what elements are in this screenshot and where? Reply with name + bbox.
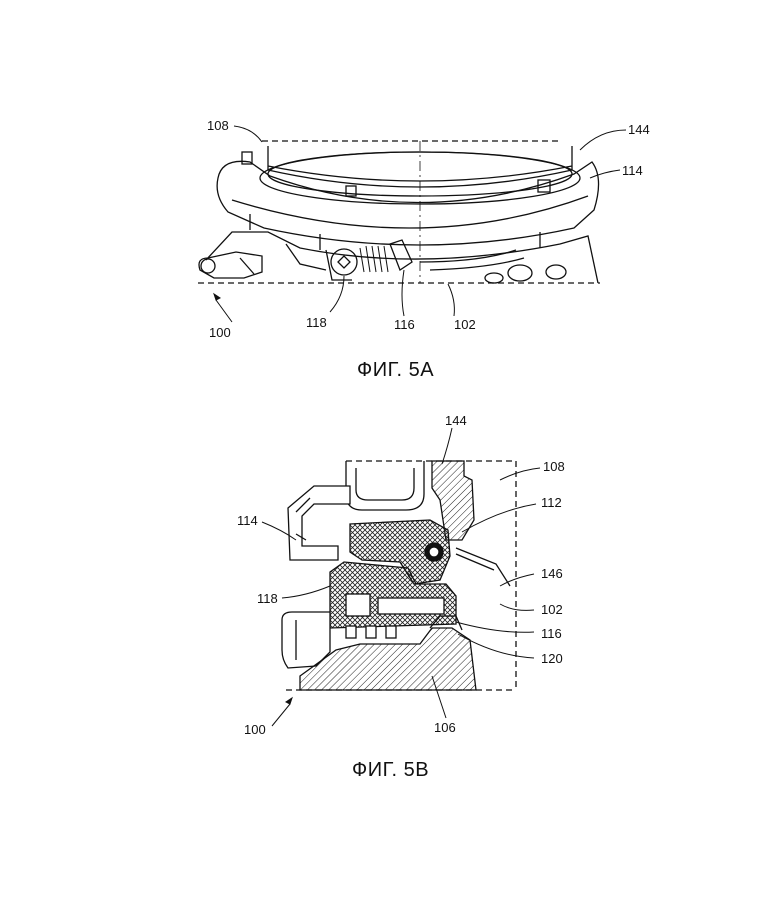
label-146-b: 146 <box>541 567 563 581</box>
figure-5a-caption: ФИГ. 5A <box>357 359 434 381</box>
label-100-a: 100 <box>209 326 231 340</box>
label-102-b: 102 <box>541 603 563 617</box>
label-116-a: 116 <box>394 318 415 332</box>
label-106-b: 106 <box>434 721 456 735</box>
figure-5b-caption: ФИГ. 5B <box>352 759 429 781</box>
label-114-a: 114 <box>622 164 643 178</box>
label-118-a: 118 <box>306 316 327 330</box>
label-102-a: 102 <box>454 318 476 332</box>
label-118-b: 118 <box>257 592 278 606</box>
label-120-b: 120 <box>541 652 563 666</box>
label-100-b: 100 <box>244 723 266 737</box>
label-108-b: 108 <box>543 460 565 474</box>
label-144-b: 144 <box>445 414 467 428</box>
label-112-b: 112 <box>541 496 562 510</box>
figure-5b-drawing <box>282 461 516 690</box>
figure-5a-drawing <box>198 141 600 283</box>
label-114-b: 114 <box>237 514 258 528</box>
label-108-a: 108 <box>207 119 229 133</box>
label-144-a: 144 <box>628 123 650 137</box>
label-116-b: 116 <box>541 627 562 641</box>
